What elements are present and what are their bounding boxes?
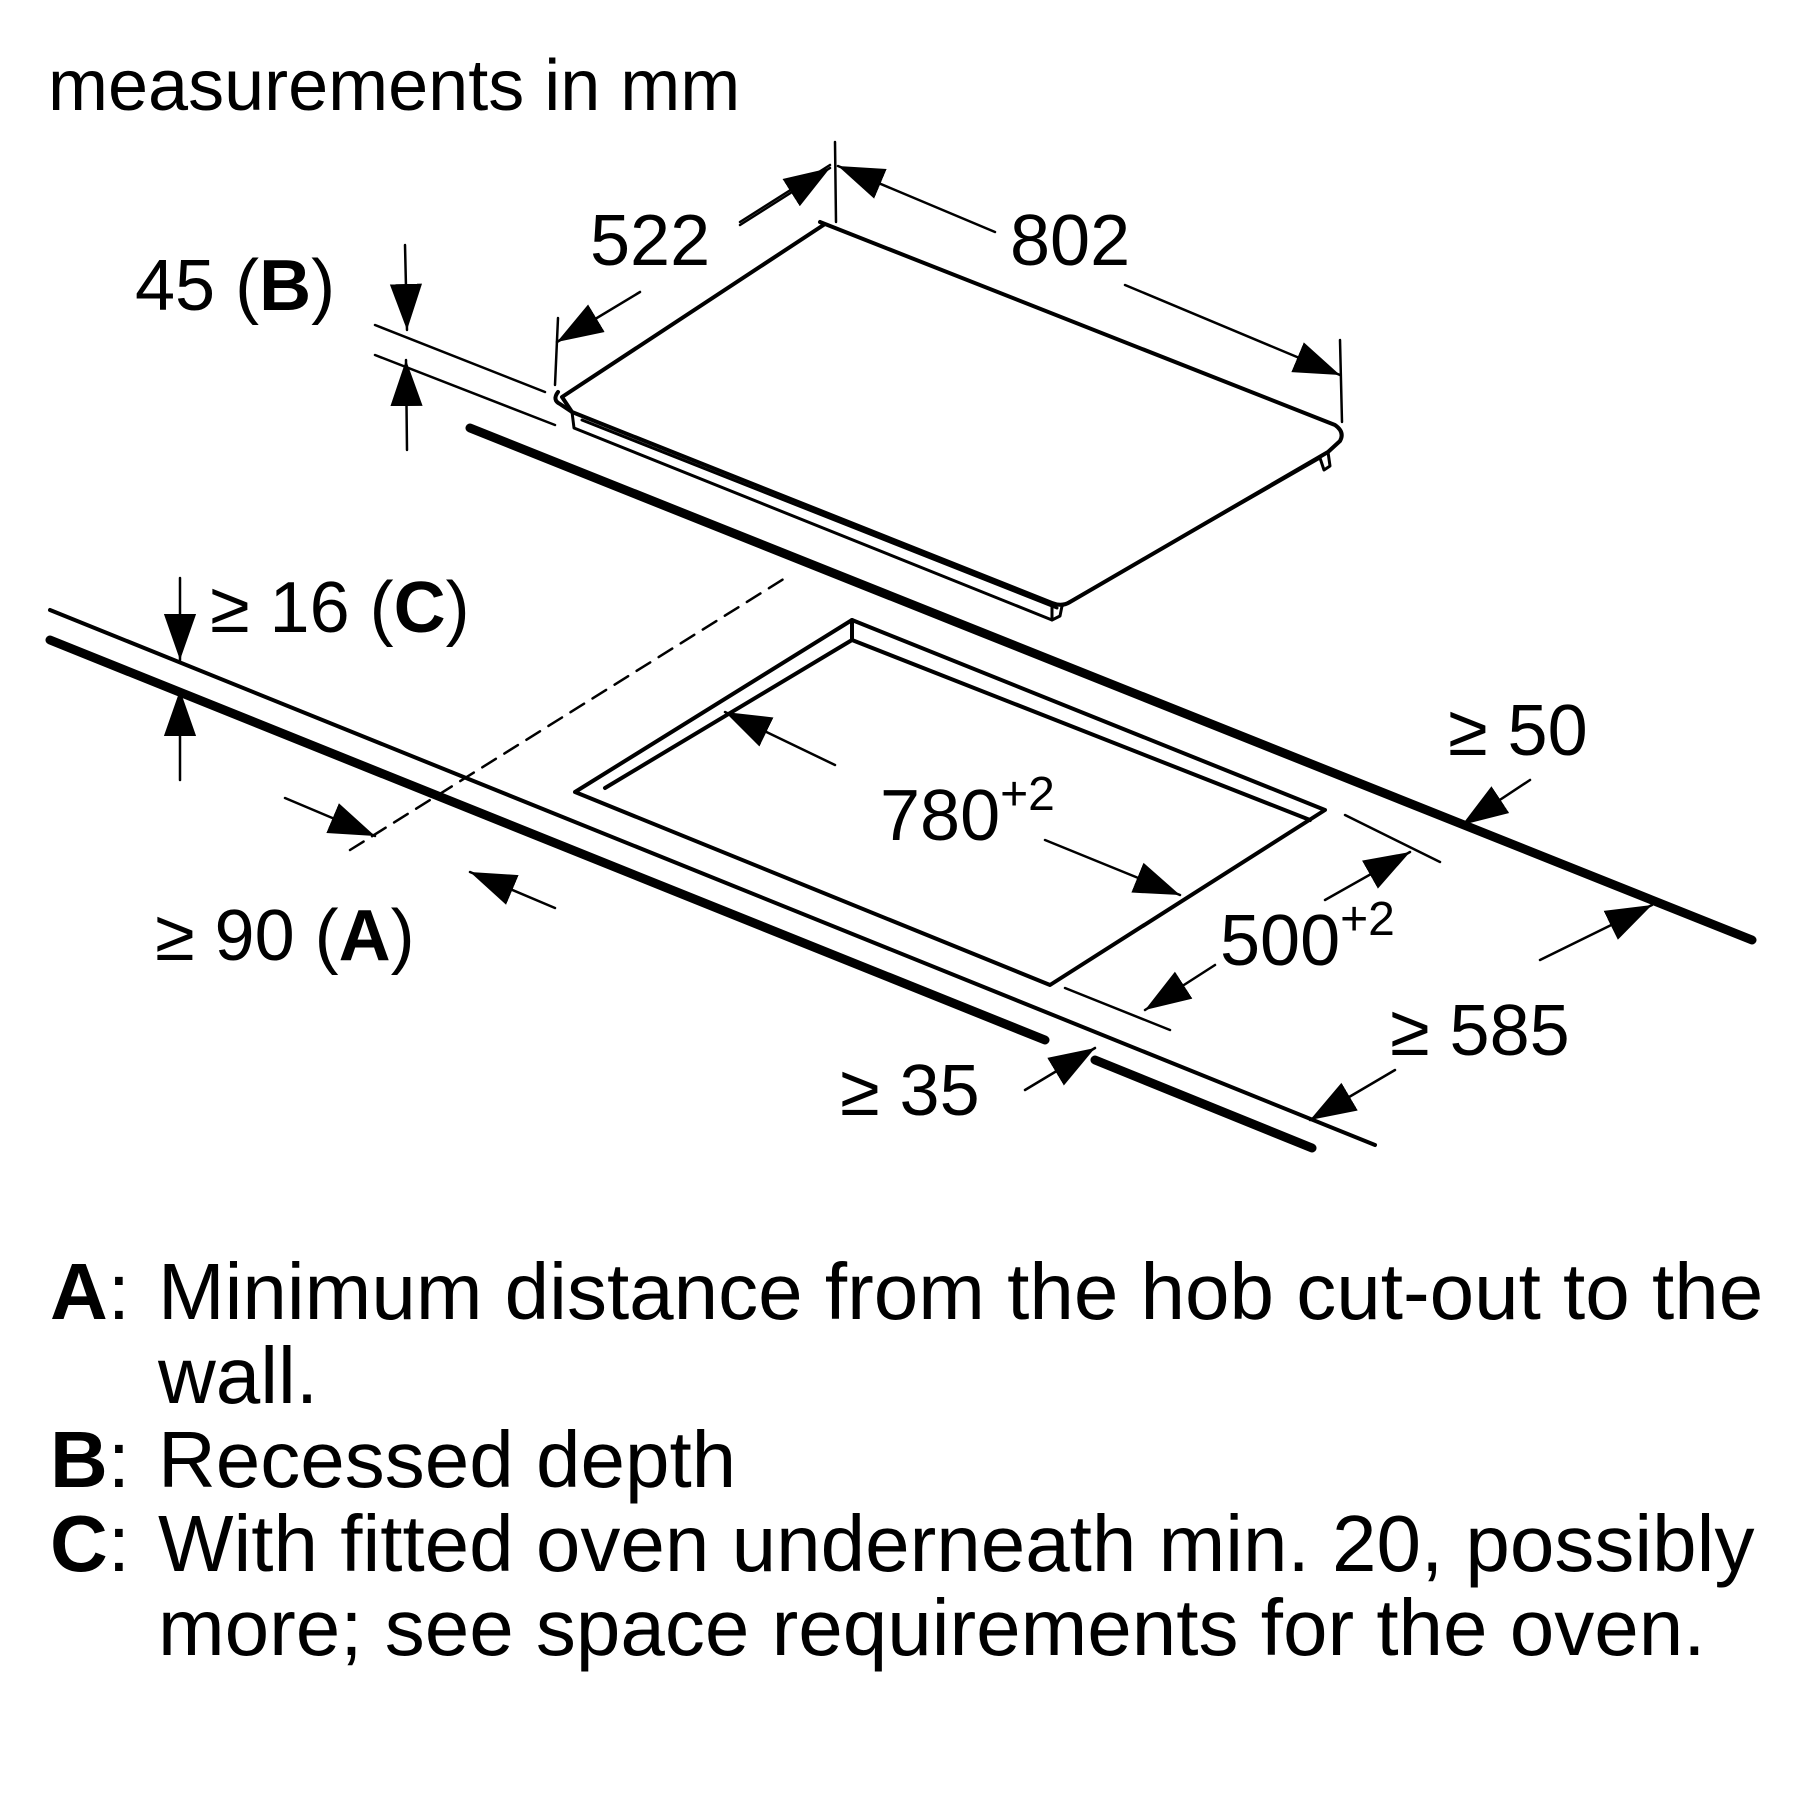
legend-text-c: With fitted oven underneath min. 20, pos… — [158, 1499, 1755, 1672]
dim-width-802: 802 — [833, 140, 1344, 424]
dim-cutout-width-780: 780+2 — [723, 710, 1182, 897]
wall-guide-dashed — [348, 573, 792, 852]
cutout-width-780-label: 780+2 — [880, 768, 1055, 856]
cutout-depth-500-label: 500+2 — [1220, 893, 1395, 981]
dim-front-edge-35: ≥ 35 — [840, 1046, 1097, 1131]
legend-key-c: C — [50, 1499, 108, 1588]
legend-key-b: B — [50, 1415, 108, 1504]
dim-worktop-depth-585: ≥ 585 — [1308, 903, 1654, 1122]
width-802-label: 802 — [1010, 201, 1130, 281]
dim-cutout-depth-500: 500+2 — [1063, 813, 1442, 1032]
front-edge-35-label: ≥ 35 — [840, 1051, 980, 1131]
worktop-front-edge — [45, 608, 1377, 1153]
measurements-unit-label: measurements in mm — [48, 46, 740, 126]
oven-gap-16-label: ≥ 16 (C) — [210, 568, 470, 648]
recessed-45-label: 45 (B) — [135, 246, 335, 326]
dim-back-clearance-50: ≥ 50 — [1448, 691, 1588, 827]
legend-key-a: A — [50, 1247, 108, 1336]
depth-522-label: 522 — [590, 201, 710, 281]
worktop-depth-585-label: ≥ 585 — [1390, 991, 1570, 1071]
dim-oven-gap-16: ≥ 16 (C) — [163, 568, 470, 782]
hob-appliance — [553, 220, 1344, 622]
legend-item-a: A: Minimum distance from the hob cut-out… — [50, 1250, 1770, 1418]
legend-item-c: C: With fitted oven underneath min. 20, … — [50, 1502, 1770, 1670]
legend-text-a: Minimum distance from the hob cut-out to… — [158, 1247, 1764, 1420]
legend-text-b: Recessed depth — [158, 1415, 737, 1504]
back-clearance-50-label: ≥ 50 — [1448, 691, 1588, 771]
worktop-back-edge — [465, 423, 1757, 945]
wall-distance-90-label: ≥ 90 (A) — [155, 896, 415, 976]
dim-wall-distance-90: ≥ 90 (A) — [155, 796, 557, 976]
legend-item-b: B: Recessed depth — [50, 1418, 1770, 1502]
hob-cutout — [573, 618, 1327, 987]
dim-depth-522: 522 — [553, 163, 832, 387]
dim-recessed-45: 45 (B) — [135, 243, 557, 452]
legend: A: Minimum distance from the hob cut-out… — [50, 1250, 1770, 1670]
